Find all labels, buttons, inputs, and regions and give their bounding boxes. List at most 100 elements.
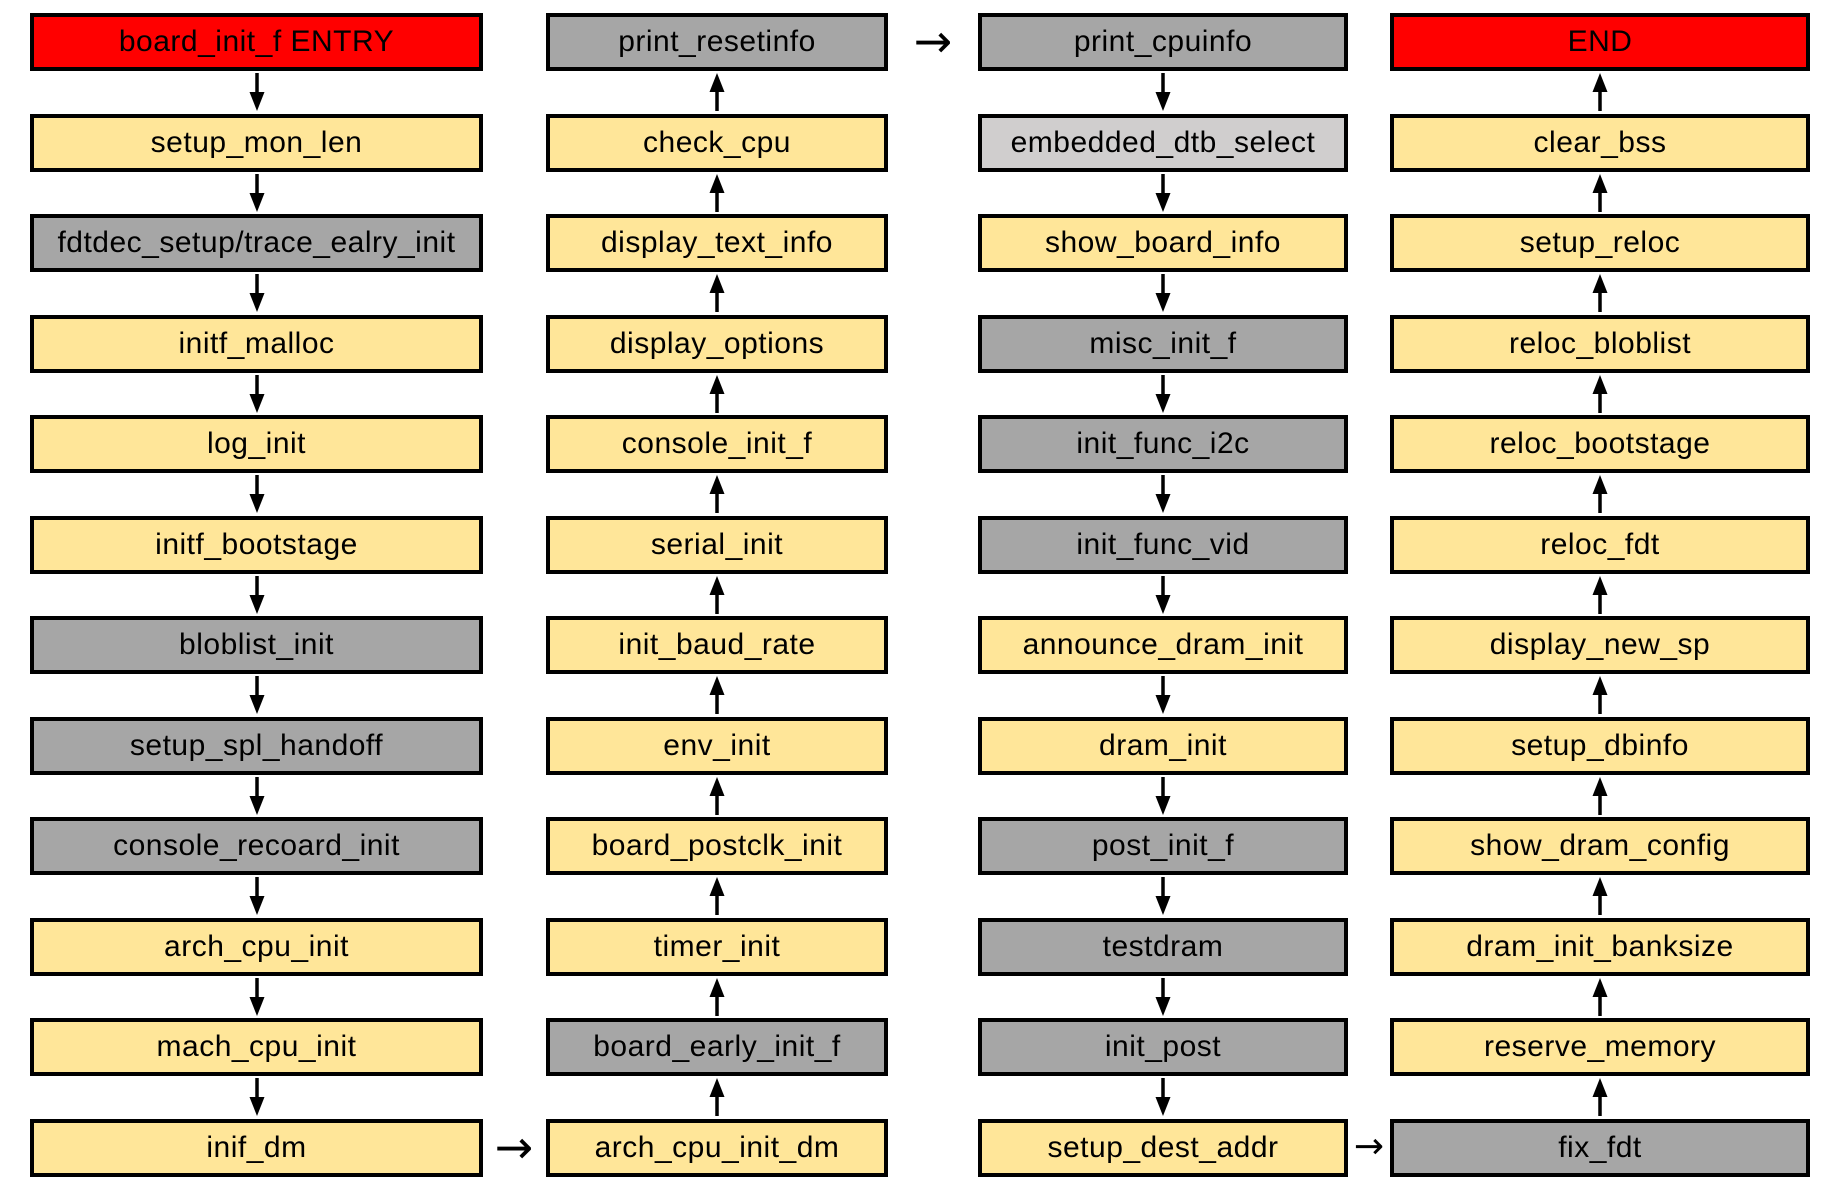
- flow-box-reloc-bootstage: reloc_bootstage: [1390, 415, 1810, 473]
- flow-box-label: display_new_sp: [1489, 628, 1711, 661]
- arrow-up-icon: [709, 575, 725, 614]
- flow-box-label: init_func_vid: [1076, 527, 1250, 561]
- flow-box-setup-dest-addr: setup_dest_addr: [978, 1118, 1348, 1177]
- flow-box-label: clear_bss: [1533, 125, 1667, 159]
- arrow-up-icon: [1592, 374, 1608, 413]
- flow-box-label: init_post: [1104, 1030, 1222, 1063]
- arrow-up-icon: [1592, 173, 1608, 212]
- flow-box-env-init: env_init: [546, 716, 888, 775]
- flow-box-label: reserve_memory: [1483, 1030, 1717, 1063]
- flow-box-init-baud-rate: init_baud_rate: [546, 616, 888, 674]
- flow-box-print-resetinfo: print_resetinfo: [546, 13, 888, 71]
- arrow-up-icon: [1592, 676, 1608, 714]
- arrow-down-icon: [1155, 977, 1171, 1016]
- arrow-down-icon: [1155, 274, 1171, 312]
- arrow-up-icon: [709, 274, 725, 312]
- flow-box-label: env_init: [663, 728, 771, 762]
- flow-box-board-init-f-entry: board_init_f ENTRY: [30, 13, 483, 71]
- flow-box-label: reloc_bootstage: [1489, 427, 1711, 460]
- flow-box-arch-cpu-init: arch_cpu_init: [30, 917, 483, 976]
- arrow-down-icon: [1155, 575, 1171, 614]
- arrow-down-icon: [249, 374, 264, 413]
- flow-box-label: initf_bootstage: [155, 527, 358, 561]
- arrow-up-icon: [709, 776, 725, 815]
- flow-box-label: check_cpu: [643, 125, 791, 159]
- flow-box-init-post: init_post: [978, 1018, 1348, 1076]
- flow-box-console-init-f: console_init_f: [546, 415, 888, 473]
- flow-box-label: setup_reloc: [1519, 226, 1681, 259]
- flow-box-label: console_init_f: [621, 427, 813, 460]
- flow-box-initf-bootstage: initf_bootstage: [30, 515, 483, 574]
- flow-box-timer-init: timer_init: [546, 917, 888, 976]
- arrow-up-icon: [709, 475, 725, 513]
- flow-box-fix-fdt: fix_fdt: [1390, 1118, 1810, 1177]
- arrow-down-icon: [249, 977, 264, 1016]
- flow-box-display-text-info: display_text_info: [546, 214, 888, 272]
- arrow-up-icon: [709, 374, 725, 413]
- flow-box-label: fix_fdt: [1558, 1130, 1642, 1164]
- flow-box-label: log_init: [206, 427, 307, 460]
- flow-box-setup-spl-handoff: setup_spl_handoff: [30, 716, 483, 775]
- flow-box-arch-cpu-init-dm: arch_cpu_init_dm: [546, 1118, 888, 1177]
- flow-box-embedded-dtb-select: embedded_dtb_select: [978, 113, 1348, 172]
- flow-box-setup-dbinfo: setup_dbinfo: [1390, 716, 1810, 775]
- flow-box-label: post_init_f: [1091, 829, 1235, 862]
- flow-box-console-recoard-init: console_recoard_init: [30, 817, 483, 875]
- arrow-down-icon: [1155, 776, 1171, 815]
- flow-box-reloc-fdt: reloc_fdt: [1390, 515, 1810, 574]
- flow-box-label: arch_cpu_init: [164, 929, 349, 963]
- arrow-up-icon: [709, 73, 725, 111]
- flow-box-label: embedded_dtb_select: [1010, 125, 1316, 159]
- flow-box-label: setup_mon_len: [150, 125, 363, 159]
- flow-box-dram-init: dram_init: [978, 716, 1348, 775]
- flow-box-post-init-f: post_init_f: [978, 817, 1348, 875]
- arrow-up-icon: [1592, 274, 1608, 312]
- flow-box-setup-mon-len: setup_mon_len: [30, 113, 483, 172]
- flow-box-label: timer_init: [653, 929, 781, 963]
- flow-box-show-dram-config: show_dram_config: [1390, 817, 1810, 875]
- flow-box-label: arch_cpu_init_dm: [594, 1130, 840, 1164]
- flow-box-clear-bss: clear_bss: [1390, 113, 1810, 172]
- flow-box-dram-init-banksize: dram_init_banksize: [1390, 917, 1810, 976]
- flow-box-label: announce_dram_init: [1022, 628, 1304, 661]
- flow-box-inif-dm: inif_dm: [30, 1118, 483, 1177]
- arrow-down-icon: [1155, 73, 1171, 111]
- arrow-up-icon: [709, 173, 725, 212]
- flow-box-label: bloblist_init: [179, 628, 334, 661]
- flow-box-label: END: [1567, 25, 1633, 58]
- arrow-down-icon: [249, 274, 264, 312]
- arrow-up-icon: [709, 1078, 725, 1116]
- flow-box-label: dram_init: [1099, 728, 1227, 762]
- flow-box-show-board-info: show_board_info: [978, 214, 1348, 272]
- flow-box-check-cpu: check_cpu: [546, 113, 888, 172]
- flow-box-label: display_text_info: [601, 226, 833, 259]
- flow-box-label: serial_init: [650, 527, 784, 561]
- flow-box-initf-malloc: initf_malloc: [30, 314, 483, 373]
- arrow-down-icon: [1155, 877, 1171, 915]
- flow-box-label: init_func_i2c: [1076, 427, 1250, 460]
- flow-box-label: board_postclk_init: [591, 829, 843, 862]
- flow-box-label: board_early_init_f: [593, 1030, 841, 1063]
- arrow-down-icon: [249, 173, 264, 212]
- flow-box-board-postclk-init: board_postclk_init: [546, 817, 888, 875]
- flow-box-testdram: testdram: [978, 917, 1348, 976]
- arrow-up-icon: [1592, 977, 1608, 1016]
- flow-box-misc-init-f: misc_init_f: [978, 314, 1348, 373]
- arrow-up-icon: [709, 977, 725, 1016]
- flow-box-label: show_board_info: [1044, 226, 1281, 259]
- flow-box-label: init_baud_rate: [618, 628, 816, 661]
- flow-box-label: setup_spl_handoff: [129, 728, 384, 762]
- flow-box-display-options: display_options: [546, 314, 888, 373]
- flow-box-label: display_options: [609, 326, 825, 360]
- arrow-right-icon: →: [494, 1120, 534, 1174]
- arrow-down-icon: [249, 1078, 264, 1116]
- arrow-down-icon: [249, 73, 264, 111]
- flow-box-label: print_resetinfo: [618, 25, 816, 58]
- flow-box-board-early-init-f: board_early_init_f: [546, 1018, 888, 1076]
- flow-box-announce-dram-init: announce_dram_init: [978, 616, 1348, 674]
- flow-box-log-init: log_init: [30, 415, 483, 473]
- arrow-down-icon: [1155, 173, 1171, 212]
- flow-box-label: reloc_bloblist: [1508, 326, 1692, 360]
- arrow-down-icon: [249, 475, 264, 513]
